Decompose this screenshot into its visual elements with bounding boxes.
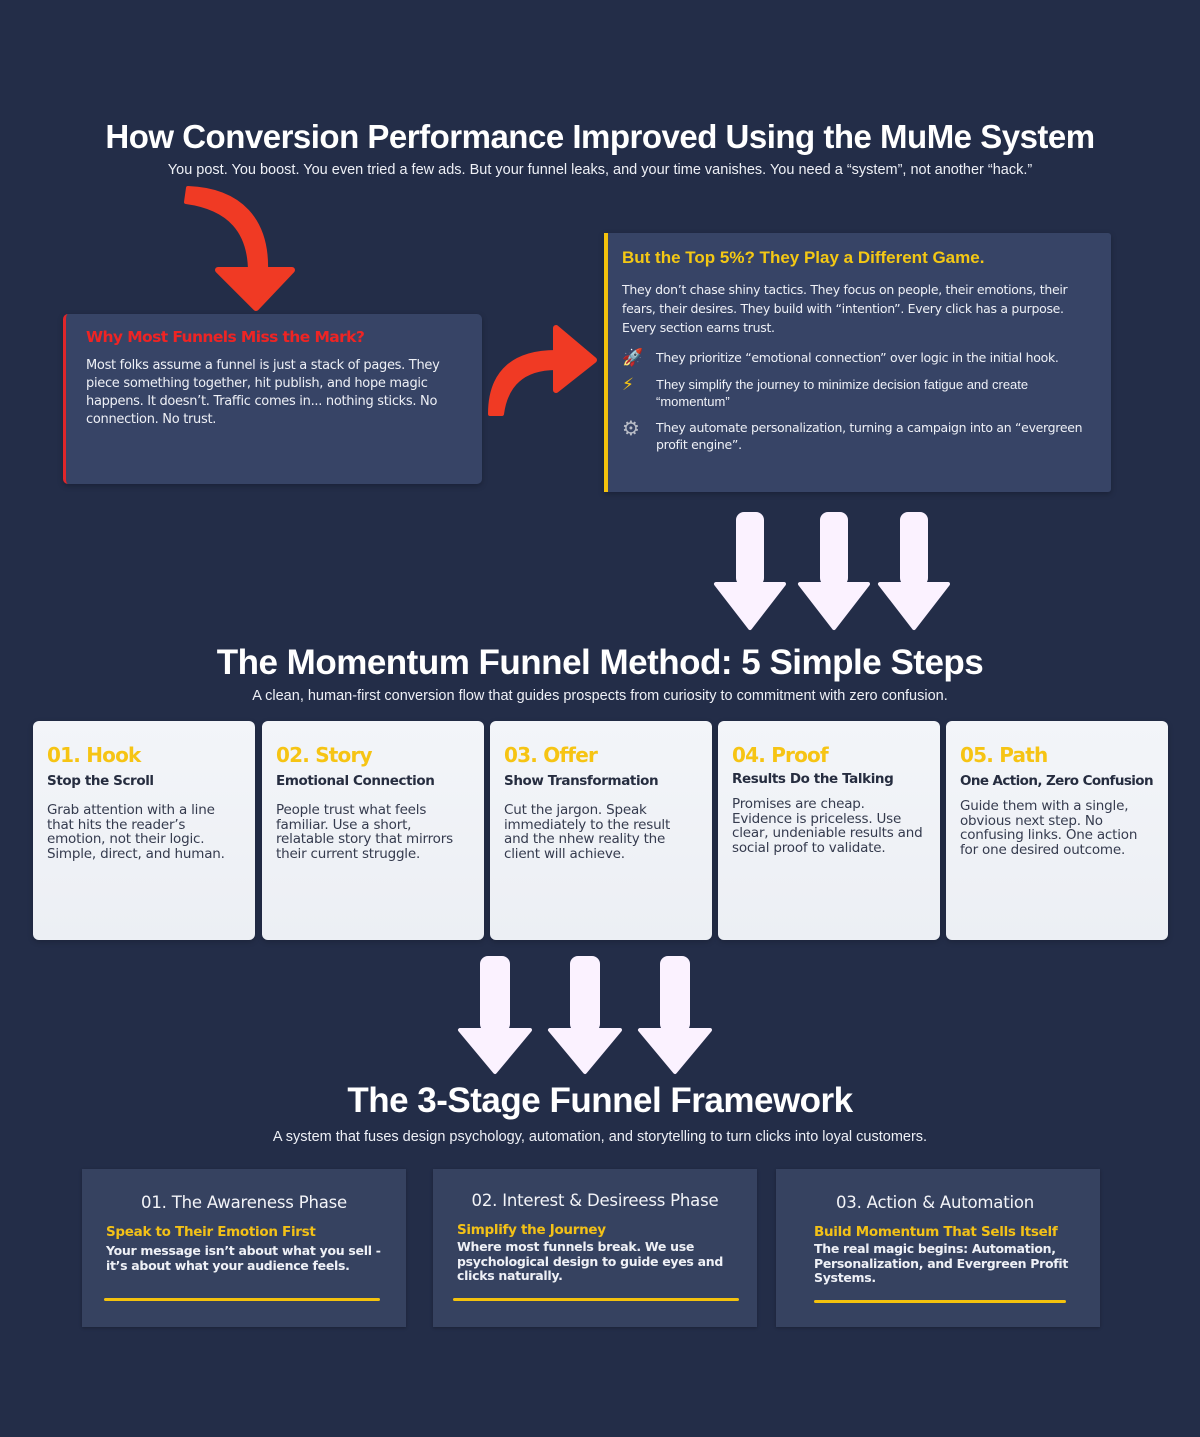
problem-card-title: Why Most Funnels Miss the Mark? xyxy=(86,328,365,346)
step-card-hook: 01. Hook Stop the Scroll Grab attention … xyxy=(33,721,255,940)
step-card-path: 05. Path One Action, Zero Confusion Guid… xyxy=(946,721,1168,940)
framework-subtitle: A system that fuses design psychology, a… xyxy=(272,1129,928,1145)
stage-card-interest: 02. Interest & Desireess Phase Simplify … xyxy=(433,1169,757,1327)
stage-card-action: 03. Action & Automation Build Momentum T… xyxy=(776,1169,1100,1327)
top5-bullet: ⚙ They automate personalization, turning… xyxy=(622,416,1097,453)
step-title: Results Do the Talking xyxy=(732,771,894,787)
step-body: Cut the jargon. Speak immediately to the… xyxy=(504,802,671,862)
page-subtitle: You post. You boost. You even tried a fe… xyxy=(167,162,1033,178)
down-arrow-icon xyxy=(548,956,622,1074)
stage-tagline: Speak to Their Emotion First xyxy=(106,1224,316,1240)
curved-arrow-right-icon xyxy=(488,325,597,416)
step-title: One Action, Zero Confusion xyxy=(960,773,1154,789)
step-title: Show Transformation xyxy=(504,773,659,789)
curved-arrow-down-icon xyxy=(184,186,295,311)
framework-title: The 3-Stage Funnel Framework xyxy=(347,1081,853,1120)
stage-body: Where most funnels break. We use psychol… xyxy=(457,1239,723,1283)
stage-tagline: Simplify the Journey xyxy=(457,1222,606,1238)
top5-card-body: They don’t chase shiny tactics. They foc… xyxy=(622,282,1068,335)
step-number: 01. Hook xyxy=(47,743,141,767)
down-arrow-icon xyxy=(458,956,532,1074)
step-number: 02. Story xyxy=(276,743,373,767)
stage-divider xyxy=(453,1298,739,1301)
down-arrow-icon xyxy=(638,956,712,1074)
step-title: Stop the Scroll xyxy=(47,773,154,789)
bullet-text: They simplify the journey to minimize de… xyxy=(656,377,1029,409)
stage-body: Your message isn’t about what you sell -… xyxy=(106,1243,381,1273)
bullet-text: They automate personalization, turning a… xyxy=(656,420,1083,452)
stage-heading: 01. The Awareness Phase xyxy=(141,1193,347,1212)
gear-icon: ⚙ xyxy=(622,416,640,440)
stage-tagline: Build Momentum That Sells Itself xyxy=(814,1224,1058,1240)
top5-card: But the Top 5%? They Play a Different Ga… xyxy=(604,233,1111,492)
page-title: How Conversion Performance Improved Usin… xyxy=(105,118,1095,155)
rocket-icon: 🚀 xyxy=(622,348,644,368)
down-arrow-icon xyxy=(714,512,786,630)
step-number: 03. Offer xyxy=(504,743,598,767)
method-subtitle: A clean, human-first conversion flow tha… xyxy=(252,688,948,704)
step-body: Promises are cheap. Evidence is priceles… xyxy=(732,796,923,856)
step-card-offer: 03. Offer Show Transformation Cut the ja… xyxy=(490,721,712,940)
stage-divider xyxy=(104,1298,380,1301)
step-body: Grab attention with a line that hits the… xyxy=(47,802,225,862)
stage-card-awareness: 01. The Awareness Phase Speak to Their E… xyxy=(82,1169,406,1327)
down-arrows-group xyxy=(714,512,950,630)
top5-card-title: But the Top 5%? They Play a Different Ga… xyxy=(622,248,985,267)
step-card-proof: 04. Proof Results Do the Talking Promise… xyxy=(718,721,940,940)
step-title: Emotional Connection xyxy=(276,773,435,789)
stage-heading: 03. Action & Automation xyxy=(835,1193,1035,1212)
lightning-icon: ⚡ xyxy=(622,375,634,395)
top5-bullet: ⚡ They simplify the journey to minimize … xyxy=(622,376,1097,410)
down-arrow-icon xyxy=(798,512,870,630)
step-number: 05. Path xyxy=(960,743,1048,767)
method-title: The Momentum Funnel Method: 5 Simple Ste… xyxy=(216,643,984,682)
stage-heading: 02. Interest & Desireess Phase xyxy=(471,1191,719,1210)
step-card-story: 02. Story Emotional Connection People tr… xyxy=(262,721,484,940)
down-arrows-group xyxy=(458,956,712,1074)
step-body: Guide them with a single, obvious next s… xyxy=(960,798,1138,858)
down-arrow-icon xyxy=(878,512,950,630)
top5-bullet: 🚀 They prioritize “emotional connection”… xyxy=(622,349,1097,367)
problem-card: Why Most Funnels Miss the Mark? Most fol… xyxy=(63,314,482,484)
step-body: People trust what feels familiar. Use a … xyxy=(276,802,453,862)
stage-divider xyxy=(814,1300,1066,1303)
step-number: 04. Proof xyxy=(732,743,829,767)
problem-card-body: Most folks assume a funnel is just a sta… xyxy=(86,358,440,427)
bullet-text: They prioritize “emotional connection” o… xyxy=(656,350,1059,365)
stage-body: The real magic begins: Automation, Perso… xyxy=(814,1241,1069,1285)
